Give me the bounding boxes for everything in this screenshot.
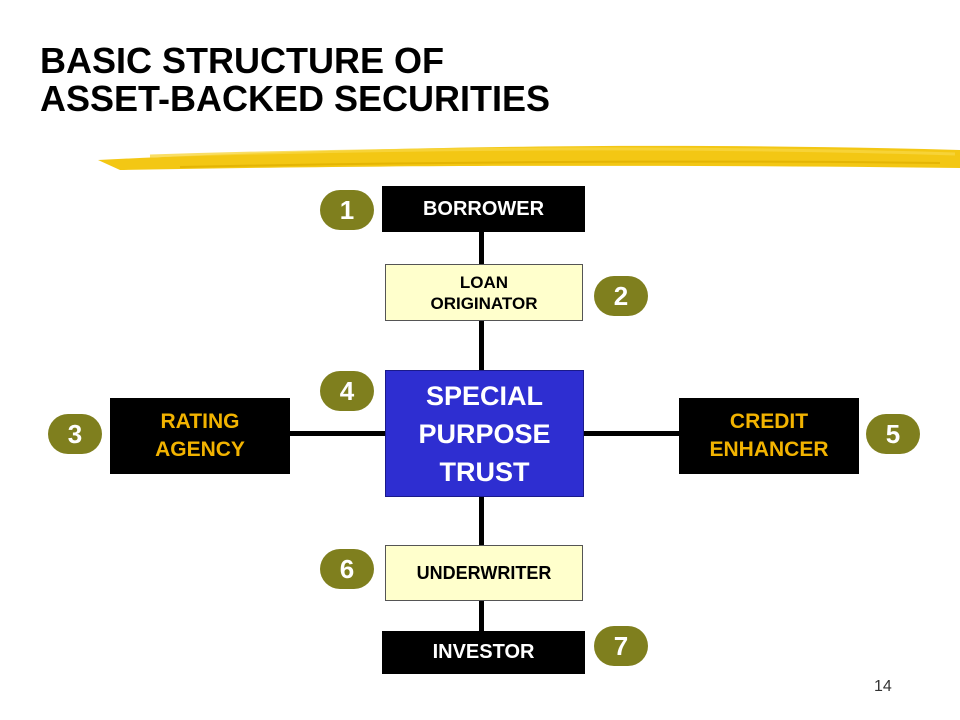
connector-trust-enhancer (584, 431, 680, 436)
badge-underwriter: 6 (320, 549, 374, 589)
badge-loan-originator: 2 (594, 276, 648, 316)
node-special-purpose-trust: SPECIAL PURPOSE TRUST (385, 370, 584, 497)
page-number: 14 (874, 678, 892, 695)
badge-investor: 7 (594, 626, 648, 666)
badge-rating-agency: 3 (48, 414, 102, 454)
node-credit-enhancer: CREDIT ENHANCER (679, 398, 859, 474)
badge-borrower: 1 (320, 190, 374, 230)
slide-title-line-1: BASIC STRUCTURE OF (40, 40, 444, 81)
node-special-purpose-trust-label: SPECIAL PURPOSE TRUST (418, 380, 551, 487)
connector-borrower-originator (479, 232, 484, 264)
node-loan-originator: LOAN ORIGINATOR (385, 264, 583, 321)
node-rating-agency-label: RATING AGENCY (155, 410, 245, 461)
node-credit-enhancer-label: CREDIT ENHANCER (709, 410, 829, 461)
connector-originator-trust (479, 320, 484, 370)
node-loan-originator-label: LOAN ORIGINATOR (430, 272, 538, 313)
slide-title: BASIC STRUCTURE OF ASSET-BACKED SECURITI… (40, 42, 550, 118)
badge-special-purpose-trust: 4 (320, 371, 374, 411)
node-borrower-label: BORROWER (422, 197, 545, 220)
connector-rating-trust (290, 431, 386, 436)
slide-title-line-2: ASSET-BACKED SECURITIES (40, 78, 551, 119)
connector-underwriter-investor (479, 600, 484, 632)
node-underwriter-label: UNDERWRITER (416, 562, 552, 583)
badge-credit-enhancer: 5 (866, 414, 920, 454)
node-investor: INVESTOR (382, 631, 585, 674)
node-borrower: BORROWER (382, 186, 585, 232)
node-rating-agency: RATING AGENCY (110, 398, 290, 474)
node-underwriter: UNDERWRITER (385, 545, 583, 601)
node-investor-label: INVESTOR (432, 641, 535, 663)
connector-trust-underwriter (479, 496, 484, 546)
